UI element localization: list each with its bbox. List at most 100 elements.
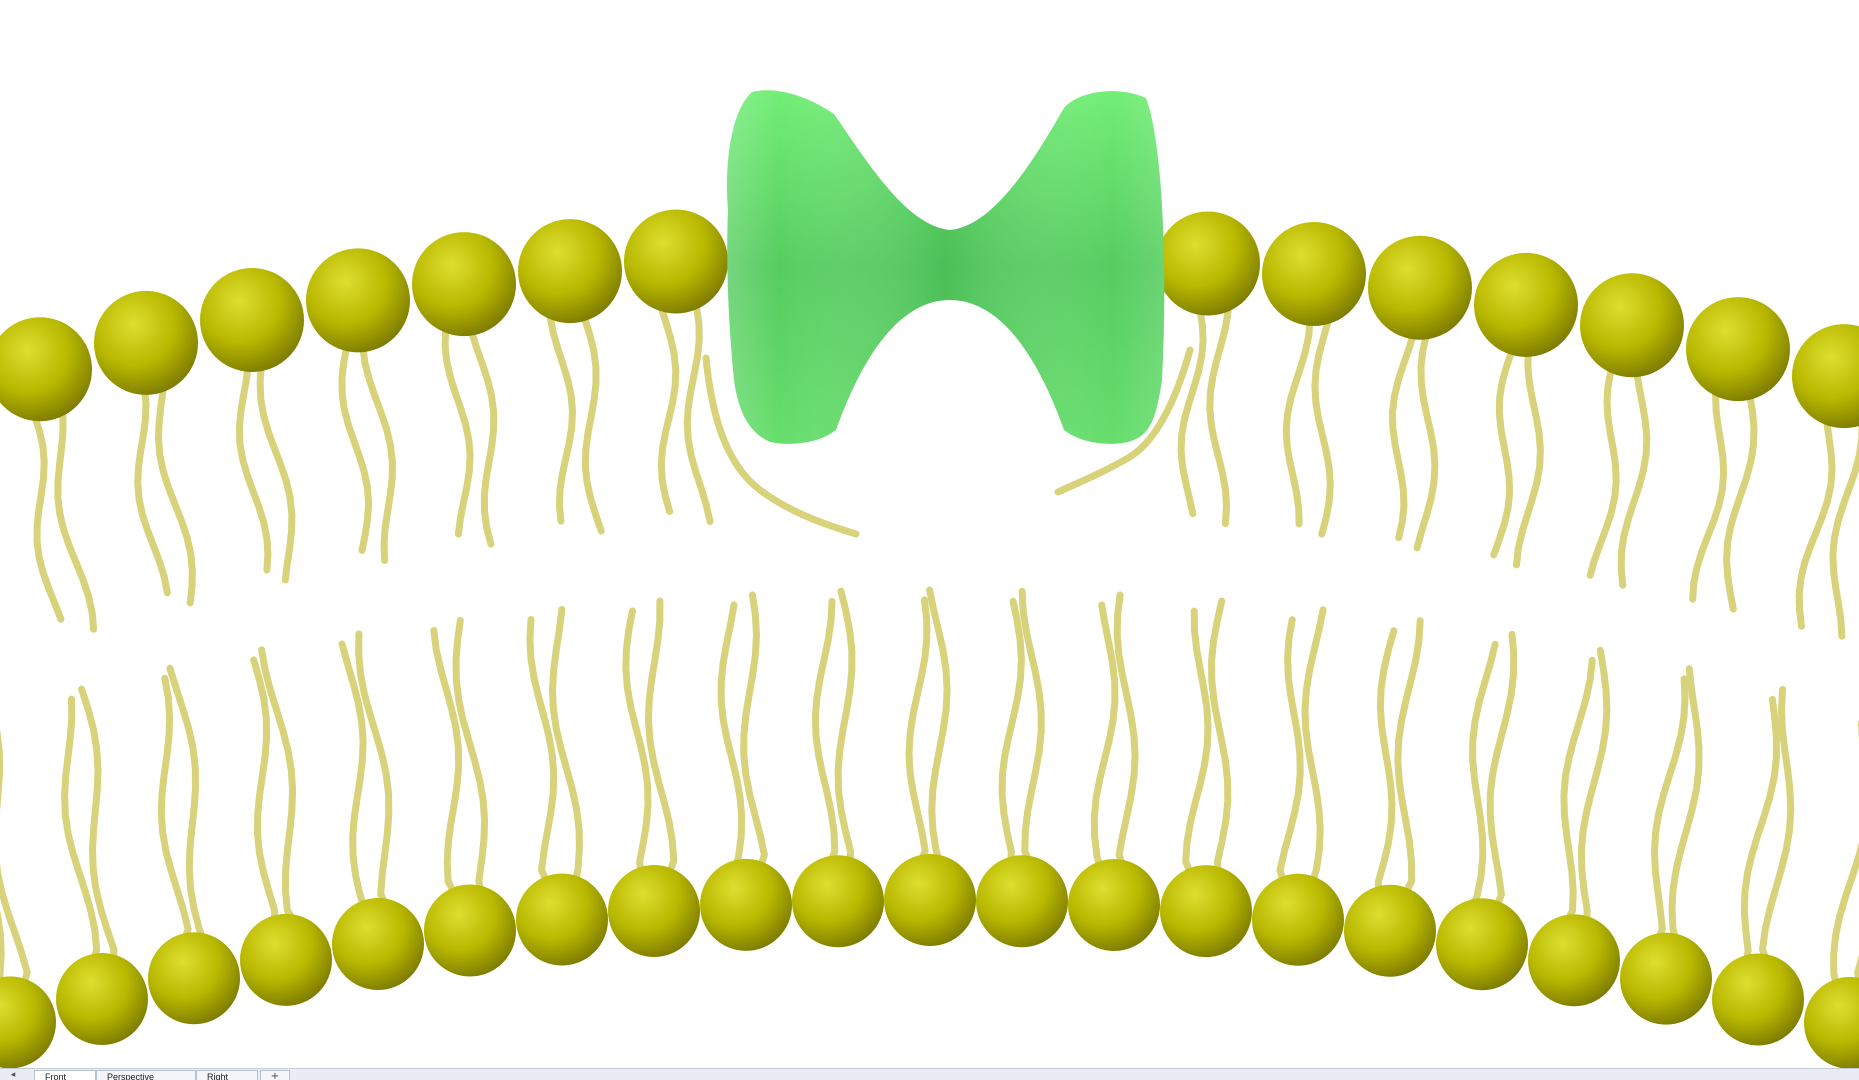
- lipid-tail: [166, 664, 210, 952]
- lipid-head: [1474, 252, 1578, 357]
- lipid-head: [700, 858, 792, 951]
- plus-icon[interactable]: +: [260, 1070, 290, 1080]
- tab-front[interactable]: Front: [34, 1070, 96, 1080]
- lipid-tail: [1054, 346, 1194, 496]
- lipid-tail: [338, 640, 370, 918]
- lipid-tail: [1740, 696, 1780, 973]
- lipid-head: [0, 976, 56, 1068]
- lipid-tail: [1018, 587, 1045, 875]
- lipid-head: [1160, 865, 1252, 958]
- lipid-tail: [467, 310, 498, 548]
- lipid-tail: [1090, 601, 1119, 879]
- lipid-tail: [24, 395, 65, 623]
- lipid-head: [1528, 914, 1620, 1007]
- lipid-head: [624, 209, 728, 314]
- lipid-tail: [1558, 656, 1596, 934]
- lipid-tail: [926, 586, 951, 874]
- lipid-tail: [1513, 331, 1544, 569]
- lipid-tail: [1466, 640, 1499, 918]
- lipid-head: [306, 248, 410, 353]
- lipid-tail: [1301, 606, 1327, 894]
- lipid-tail: [1394, 617, 1424, 905]
- lipid-tail: [546, 297, 576, 525]
- lipid-head: [1686, 297, 1790, 402]
- lipid-tail: [1374, 627, 1398, 905]
- lipid-tail: [549, 606, 583, 893]
- lipid-tail: [61, 695, 101, 973]
- view-tab-bar: ◂ Front Perspective Right +: [0, 1068, 1859, 1080]
- lipid-tail: [811, 597, 839, 875]
- lipid-tail: [256, 346, 296, 584]
- lipid-head: [56, 953, 148, 1046]
- lower-leaflet-heads: [0, 854, 1859, 1068]
- lipid-head: [1368, 235, 1472, 340]
- lipid-tail: [338, 326, 373, 554]
- lipid-tail: [622, 607, 652, 885]
- lipid-tail: [154, 369, 196, 607]
- lipid-head: [148, 932, 240, 1025]
- lipid-head: [332, 897, 424, 990]
- lipid-head: [200, 267, 304, 372]
- lipid-tail: [1113, 591, 1139, 879]
- lipid-tail: [258, 646, 302, 934]
- tab-right[interactable]: Right: [196, 1070, 258, 1080]
- lipid-tail: [157, 674, 192, 952]
- lipid-tail: [1490, 331, 1518, 559]
- lipid-head: [240, 913, 332, 1006]
- membrane-protein: [727, 90, 1165, 444]
- lipid-tail: [526, 616, 558, 893]
- lipid-tail: [1617, 351, 1651, 589]
- lipid-tail: [702, 354, 860, 538]
- lipid-head: [792, 855, 884, 948]
- lipid-tail: [645, 597, 678, 885]
- lipid-tail: [430, 627, 463, 904]
- lipid-head: [1436, 898, 1528, 991]
- lipid-tail: [1586, 351, 1624, 579]
- lipid-head: [1712, 953, 1804, 1046]
- lower-leaflet-tails: [0, 586, 1859, 997]
- lipid-tail: [0, 910, 5, 996]
- lipid-tail: [1830, 720, 1859, 997]
- lipid-tail: [441, 310, 474, 538]
- lipid-tail: [998, 597, 1025, 875]
- upper-leaflet-heads: [0, 209, 1859, 429]
- lipid-head: [516, 873, 608, 966]
- lipid-head: [0, 317, 92, 422]
- lipid-tail: [1311, 300, 1334, 538]
- tab-label: Front: [45, 1072, 67, 1080]
- lipid-tail: [359, 326, 396, 564]
- upper-leaflet-tails: [24, 288, 1859, 640]
- lipid-tail: [1177, 290, 1207, 517]
- triangle-left-icon[interactable]: ◂: [10, 1070, 16, 1080]
- lipid-head: [94, 290, 198, 395]
- tab-label: Right: [207, 1072, 229, 1080]
- lipid-tail: [1389, 314, 1418, 542]
- lipid-head: [1068, 858, 1160, 951]
- lipid-tail: [1668, 665, 1703, 953]
- lipid-tail: [1206, 290, 1232, 527]
- lipid-head: [412, 232, 516, 337]
- lipid-head: [1792, 324, 1859, 429]
- lipid-tail: [1795, 402, 1836, 630]
- lipid-tail: [1276, 616, 1304, 894]
- lipid-head: [1804, 976, 1859, 1068]
- lipid-tail: [130, 369, 171, 597]
- lipid-head: [1252, 873, 1344, 966]
- lipid-head: [1156, 211, 1260, 316]
- lipid-head: [1344, 884, 1436, 977]
- lipid-tail: [740, 591, 768, 879]
- lipid-tail: [78, 685, 118, 973]
- lipid-tail: [48, 395, 98, 633]
- lipid-tail: [717, 601, 746, 879]
- tab-perspective[interactable]: Perspective: [96, 1070, 196, 1080]
- lipid-tail: [1689, 375, 1730, 603]
- lipid-head: [1262, 221, 1366, 326]
- lipid-tail: [250, 656, 279, 934]
- lipid-tail: [578, 297, 605, 535]
- lipid-tail: [683, 288, 714, 525]
- lipid-head: [608, 864, 700, 957]
- lipid-head: [976, 855, 1068, 948]
- lipid-head: [1580, 273, 1684, 378]
- lipid-head: [884, 854, 976, 947]
